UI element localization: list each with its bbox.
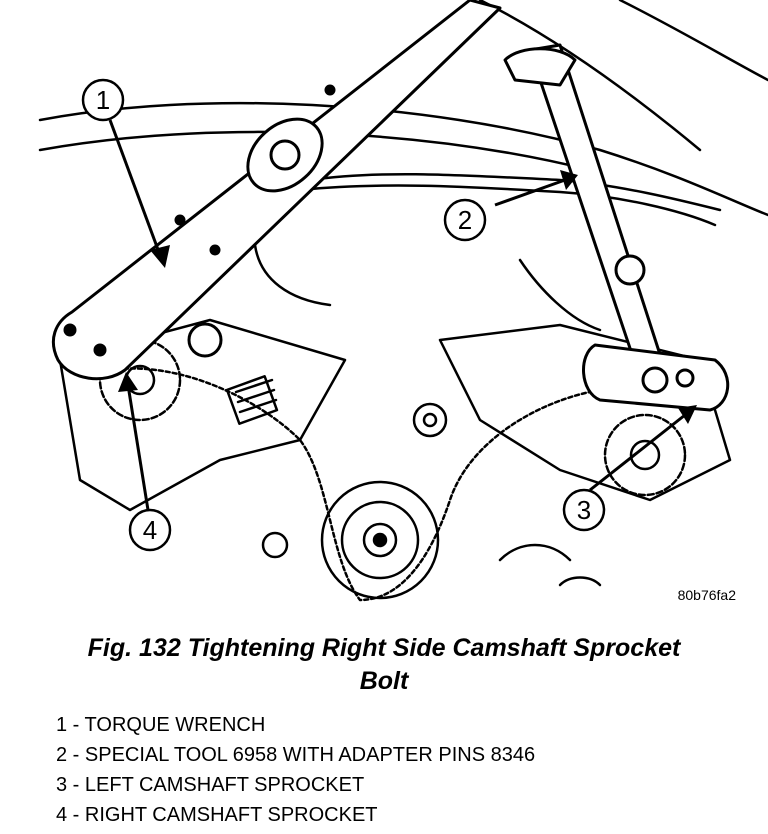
arrowhead-2	[560, 170, 578, 190]
fender-edge	[618, 0, 768, 82]
caption-line-1: Fig. 132 Tightening Right Side Camshaft …	[87, 634, 681, 662]
fender-top	[478, 0, 702, 152]
legend-item: 3 - LEFT CAMSHAFT SPROCKET	[56, 774, 365, 796]
crank-sprocket	[320, 480, 440, 600]
callout-3-circle	[562, 488, 606, 532]
torque-wrench	[52, 0, 502, 381]
tube-lower	[298, 184, 717, 227]
vent-grille	[225, 374, 279, 426]
legend-item: 4 - RIGHT CAMSHAFT SPROCKET	[56, 804, 378, 826]
legend-item: 1 - TORQUE WRENCH	[56, 714, 266, 736]
arrowhead-1	[150, 245, 170, 268]
callout-3-label: 3	[577, 495, 591, 525]
arrowhead-4	[118, 372, 138, 392]
figure-caption: Fig. 132 Tightening Right Side Camshaft …	[0, 632, 768, 698]
arrowhead-3	[678, 405, 697, 424]
callout-1-circle	[81, 78, 125, 122]
leader-2	[494, 178, 566, 207]
leader-3	[589, 413, 686, 492]
hose-left	[253, 243, 332, 307]
callout-2-label: 2	[458, 205, 472, 235]
right-head	[438, 323, 732, 502]
legend-list: 1 - TORQUE WRENCH 2 - SPECIAL TOOL 6958 …	[56, 710, 535, 830]
callout-2-circle	[443, 198, 487, 242]
callout-4-label: 4	[143, 515, 157, 545]
legend-item: 2 - SPECIAL TOOL 6958 WITH ADAPTER PINS …	[56, 744, 536, 766]
callout-1-label: 1	[96, 85, 110, 115]
tube-upper	[308, 172, 722, 212]
left-cam-sprocket	[603, 413, 687, 497]
callout-4-circle	[128, 508, 172, 552]
left-head	[58, 318, 347, 512]
hose-right	[518, 258, 602, 332]
hood-curve	[38, 101, 768, 217]
leader-1	[108, 119, 162, 256]
caption-line-2: Bolt	[359, 667, 409, 695]
image-code: 80b76fa2	[678, 587, 737, 603]
leader-4	[126, 384, 150, 511]
engine-illustration: 1 2 3 4 80b76fa2	[38, 0, 768, 603]
special-tool-6958	[187, 43, 730, 412]
